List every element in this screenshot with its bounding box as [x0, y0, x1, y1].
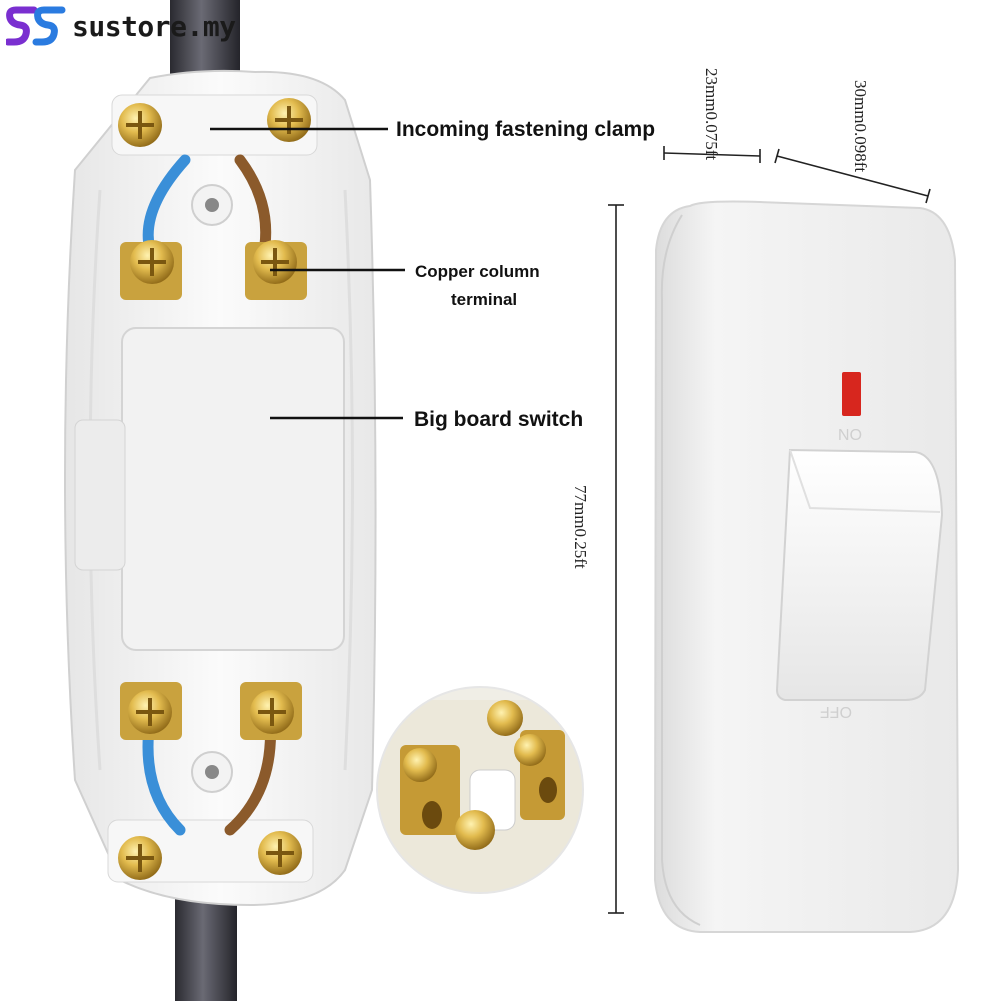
terminal-detail-closeup — [376, 686, 584, 894]
brand-name: sustore.my — [72, 9, 236, 43]
on-marking: ON — [838, 425, 862, 442]
open-switch-body — [64, 69, 377, 907]
callout-lines — [210, 127, 405, 420]
dimension-length: 77mm0.25ft — [571, 485, 590, 569]
callout-incoming-clamp: Incoming fastening clamp — [396, 118, 656, 141]
dimension-lines — [608, 146, 931, 914]
callout-copper-terminal-line1: Copper column — [415, 262, 540, 281]
dimension-width: 30mm0.098ft — [851, 80, 870, 173]
rocker-switch[interactable] — [775, 448, 944, 701]
callout-big-board-switch: Big board switch — [414, 408, 584, 431]
dimension-height: 23mm0.075ft — [702, 68, 721, 161]
indicator-light — [842, 372, 861, 416]
brass-screw-icon — [118, 98, 311, 880]
brand-logo: sustore.my — [6, 4, 236, 48]
closed-switch-housing — [653, 200, 960, 933]
ss-logo-icon — [6, 6, 66, 46]
callout-copper-terminal-line2: terminal — [451, 290, 518, 309]
off-marking: OFF — [820, 703, 852, 720]
